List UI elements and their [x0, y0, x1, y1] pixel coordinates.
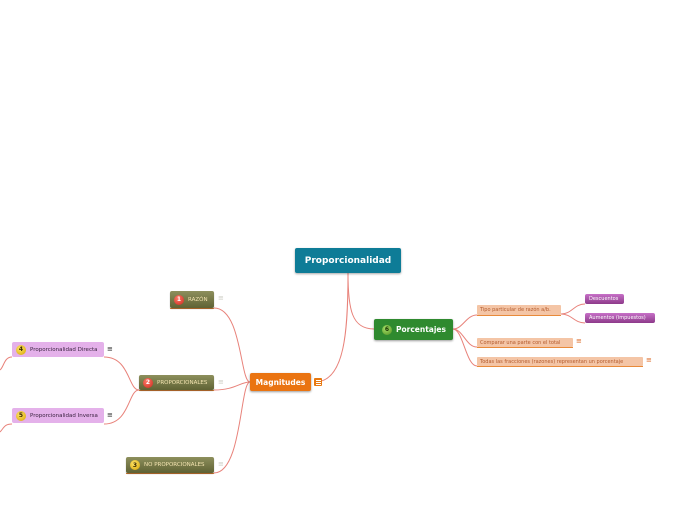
link-directa-offscreen — [0, 356, 13, 371]
topic-label: Proporcionalidad Directa — [30, 346, 98, 353]
topic-tipo-particular[interactable]: Tipo particular de razón a/b. — [477, 305, 561, 315]
topic-comparar-parte[interactable]: Comparar una parte con el total — [477, 338, 573, 347]
link-inversa-offscreen — [0, 423, 13, 433]
link-porc-tipo — [452, 314, 478, 330]
topic-no-proporcionales[interactable]: 3 NO PROPORCIONALES — [126, 457, 214, 473]
notes-icon[interactable]: ≡ — [218, 294, 224, 302]
priority-number-icon: 1 — [174, 294, 184, 305]
root-topic[interactable]: Proporcionalidad — [295, 248, 401, 273]
topic-label: RAZÓN — [188, 296, 208, 303]
link-tipo-descuentos — [560, 303, 586, 315]
link-prop-directa — [103, 356, 140, 391]
link-magnitudes-proporcionales — [213, 381, 251, 391]
priority-number-icon: 2 — [143, 377, 153, 388]
topic-label: Porcentajes — [396, 325, 446, 334]
topic-label: Proporcionalidad Inversa — [30, 412, 98, 419]
topic-aumentos[interactable]: Aumentos (impuestos) — [585, 313, 655, 323]
topic-razon[interactable]: 1 RAZÓN — [170, 291, 214, 308]
link-root-porcentajes — [347, 272, 375, 330]
topic-proporcionalidad-directa[interactable]: 4 Proporcionalidad Directa — [12, 342, 104, 357]
notes-icon[interactable]: ≡ — [107, 345, 113, 353]
link-root-magnitudes — [314, 272, 349, 383]
notes-icon[interactable]: ≡ — [218, 378, 224, 386]
link-magnitudes-razon — [213, 307, 251, 383]
topic-label: NO PROPORCIONALES — [144, 462, 205, 468]
link-magnitudes-no-proporcionales — [213, 381, 251, 474]
notes-icon[interactable]: ≡ — [576, 337, 582, 345]
notes-icon[interactable] — [314, 378, 322, 386]
topic-descuentos[interactable]: Descuentos — [585, 294, 624, 304]
priority-number-icon: 6 — [382, 324, 392, 335]
link-tipo-aumentos — [560, 313, 586, 324]
priority-number-icon: 4 — [16, 344, 26, 355]
topic-magnitudes[interactable]: Magnitudes — [250, 373, 311, 391]
link-prop-inversa — [103, 389, 140, 425]
notes-icon[interactable]: ≡ — [107, 411, 113, 419]
priority-number-icon: 3 — [130, 460, 140, 470]
priority-number-icon: 5 — [16, 410, 26, 421]
topic-proporcionalidad-inversa[interactable]: 5 Proporcionalidad Inversa — [12, 408, 104, 423]
link-porc-comparar — [452, 328, 478, 348]
topic-proporcionales[interactable]: 2 PROPORCIONALES — [139, 375, 214, 390]
topic-porcentajes[interactable]: 6 Porcentajes — [374, 319, 453, 340]
notes-icon[interactable]: ≡ — [646, 356, 652, 364]
notes-icon[interactable]: ≡ — [218, 460, 224, 468]
topic-todas-fracciones[interactable]: Todas las fracciones (razones) represent… — [477, 357, 643, 366]
topic-label: PROPORCIONALES — [157, 379, 208, 386]
link-porc-todas — [452, 328, 478, 367]
